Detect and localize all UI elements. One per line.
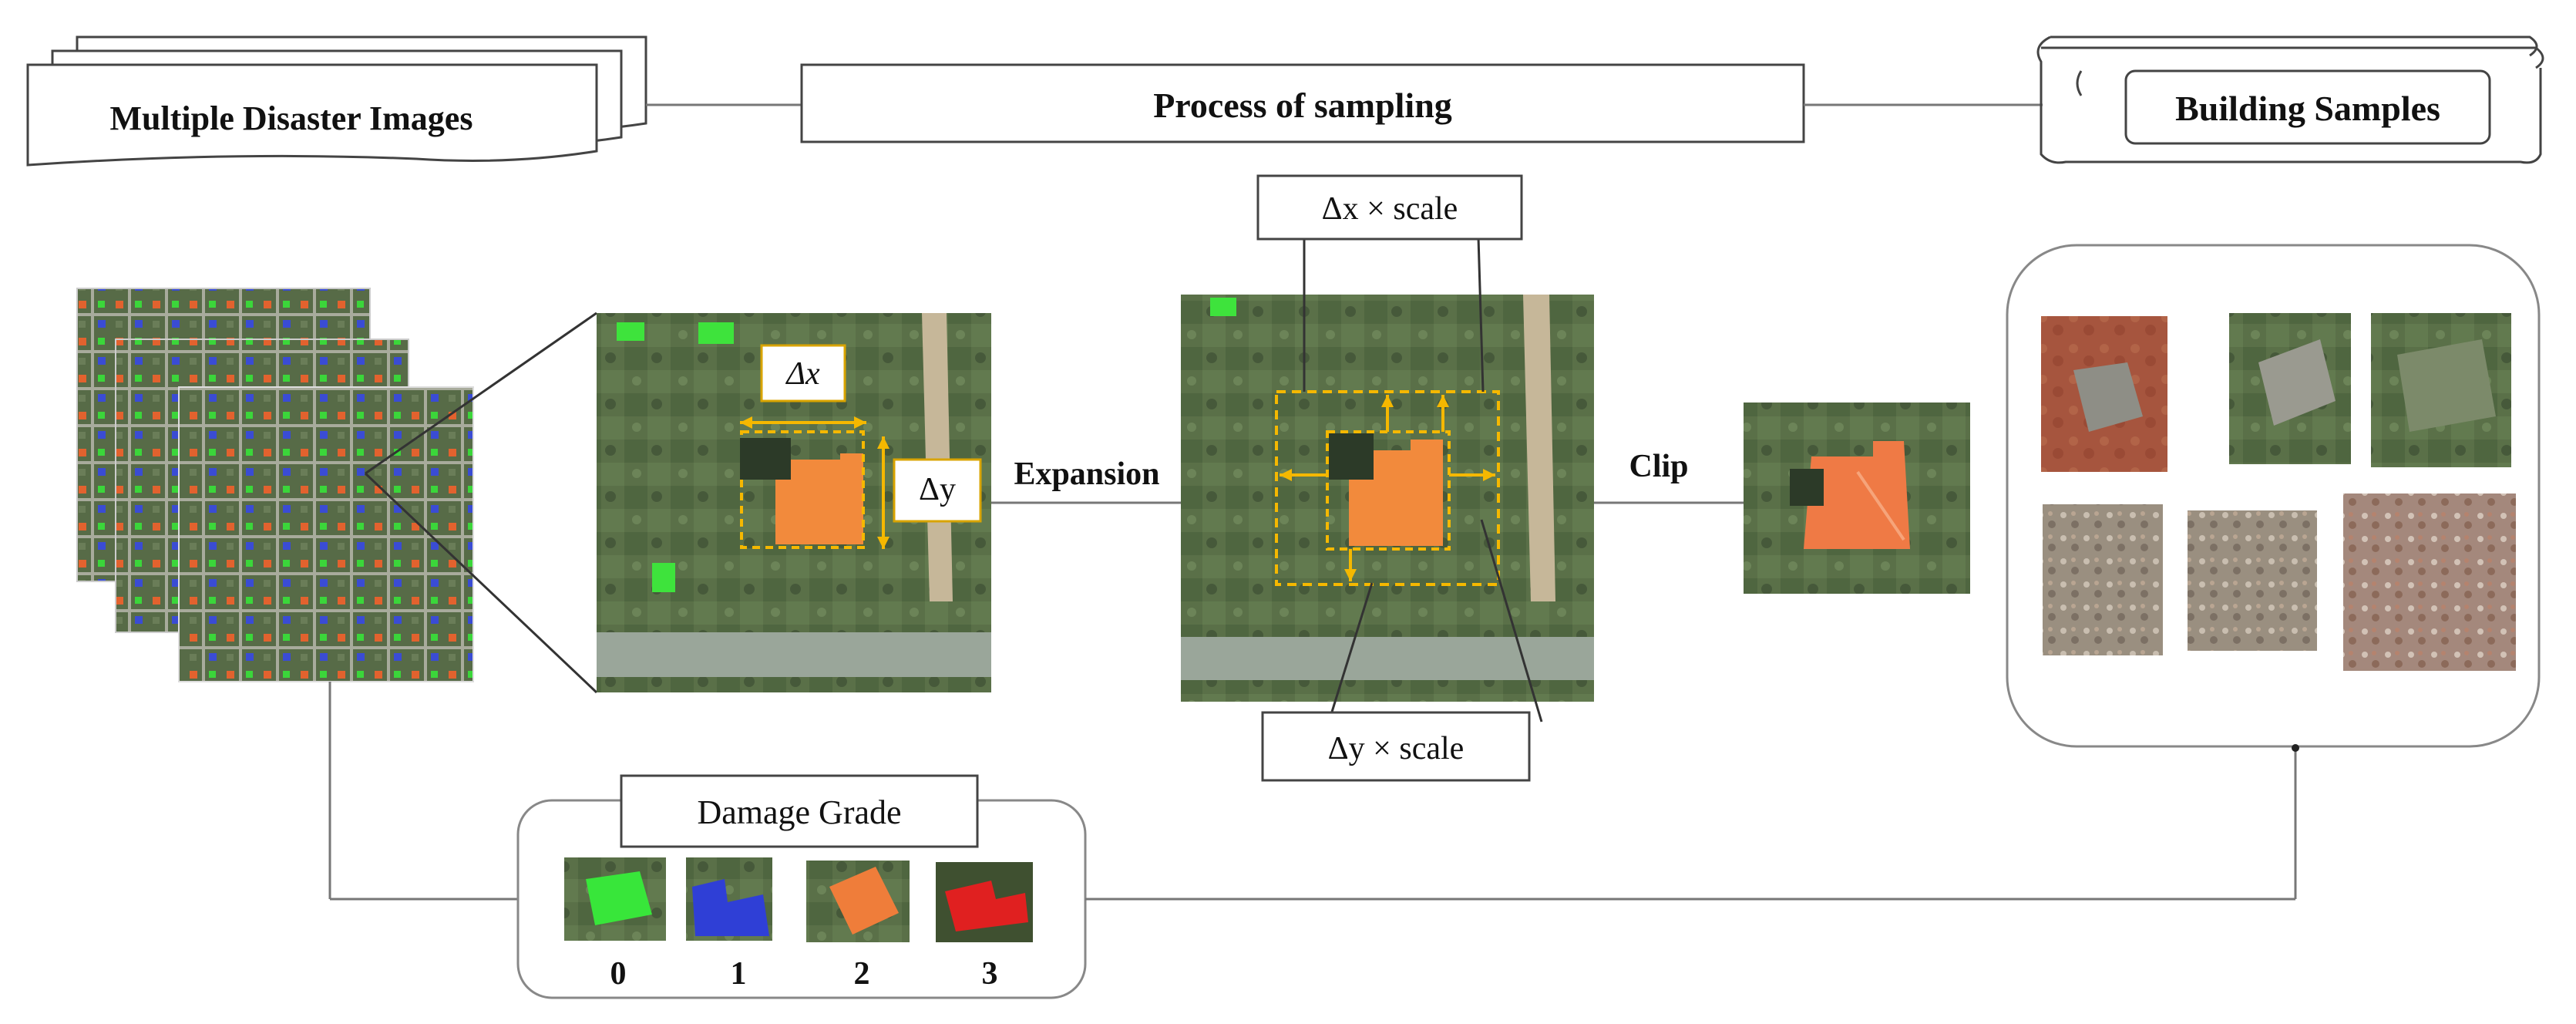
disaster-image-stack	[76, 288, 474, 682]
delta-y-scale-label: Δy × scale	[1328, 731, 1465, 766]
building-footprint	[775, 453, 863, 544]
sample-thumb-6	[2343, 493, 2516, 671]
grade-2-label: 2	[854, 956, 870, 992]
process-of-sampling-node: Process of sampling	[800, 63, 1805, 143]
grade-3-thumb	[936, 862, 1033, 942]
building-samples-label: Building Samples	[2175, 89, 2440, 128]
grade-0-thumb	[564, 857, 666, 941]
delta-x-label: Δx	[785, 356, 820, 392]
clipped-building-sample	[1744, 403, 1970, 594]
process-of-sampling-label: Process of sampling	[1153, 86, 1452, 125]
expanded-aerial-tile	[1181, 295, 1594, 702]
delta-y-scale-label-box: Δy × scale	[1261, 711, 1531, 782]
damage-grade-title-box	[620, 774, 979, 848]
expanded-bounding-box	[1275, 390, 1500, 586]
delta-y-label: Δy	[919, 472, 956, 507]
delta-x-scale-label: Δx × scale	[1322, 191, 1458, 227]
grade-1-thumb	[686, 857, 772, 941]
zoom-line-top	[365, 312, 597, 475]
grade-3-label: 3	[982, 956, 998, 992]
delta-x-scale-label-box: Δx × scale	[1256, 174, 1523, 241]
connector-endpoint-dot	[2292, 744, 2299, 752]
clip-label: Clip	[1629, 449, 1688, 484]
multiple-disaster-images-node: Multiple Disaster Images	[26, 35, 647, 167]
delta-y-label-box: Δy	[893, 458, 982, 523]
damage-grade-title: Damage Grade	[697, 793, 901, 831]
grade-1-label: 1	[731, 956, 747, 992]
delta-y-scale-leader-left	[1327, 582, 1374, 723]
building-samples-node: Building Samples	[2036, 35, 2544, 164]
grade-2-thumb	[806, 861, 910, 942]
multiple-disaster-images-label: Multiple Disaster Images	[110, 99, 473, 137]
delta-x-scale-leader-right	[1477, 237, 1485, 392]
zoom-line-bottom	[364, 472, 598, 694]
delta-x-label-box: Δx	[760, 344, 846, 403]
sample-thumb-4	[2043, 504, 2163, 655]
building-samples-panel	[2006, 244, 2541, 748]
expansion-label: Expansion	[1014, 456, 1159, 492]
damage-grade-panel: Damage Grade 0 1 2 3	[516, 774, 1087, 999]
sample-thumb-5	[2188, 510, 2317, 651]
grade-0-label: 0	[610, 956, 627, 992]
delta-y-scale-leader-right	[1480, 519, 1543, 723]
